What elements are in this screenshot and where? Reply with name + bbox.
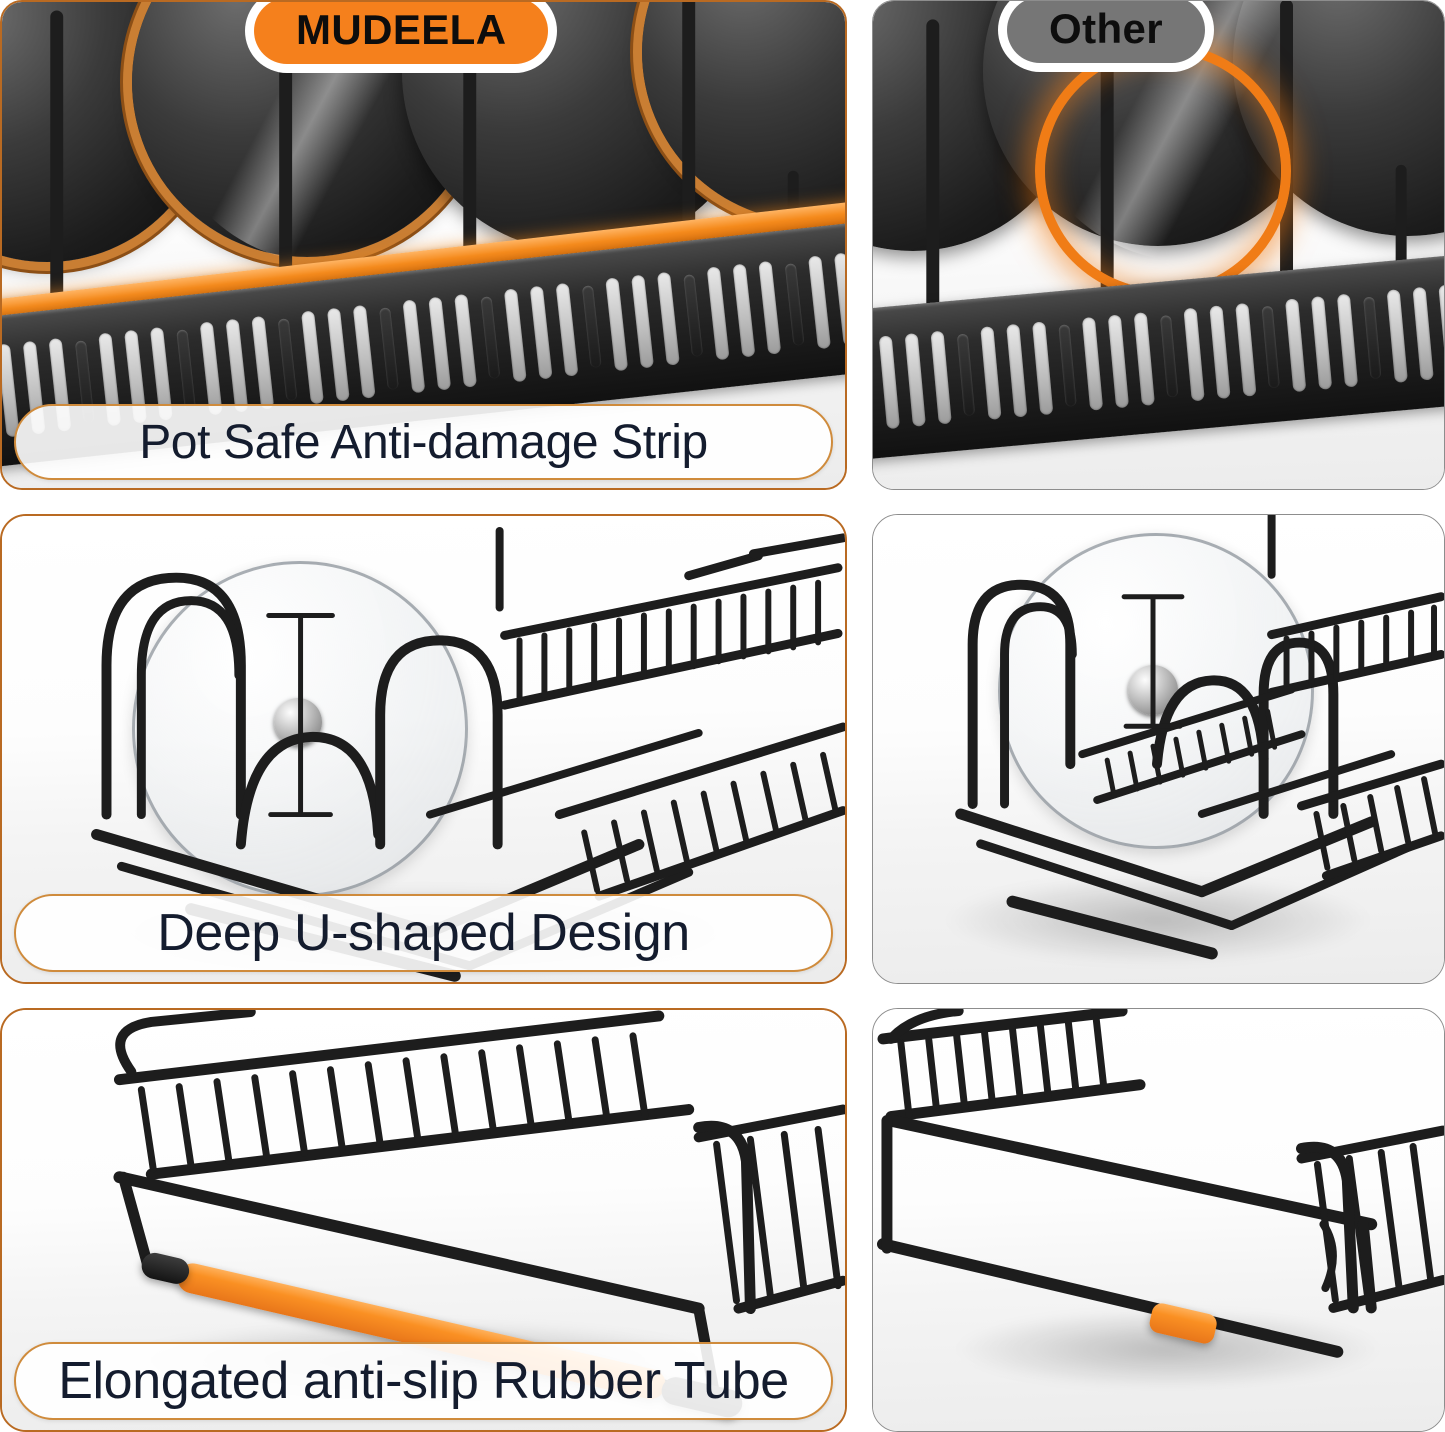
photo-other-scratch [873, 1, 1444, 489]
badge-mudeela: MUDEELA [254, 2, 549, 65]
badge-other: Other [1007, 1, 1206, 64]
caption-deep-u-shaped-design: Deep U-shaped Design [14, 894, 833, 972]
panel-brand-anti-damage-strip: MUDEELA Pot Safe Anti-damage Strip [0, 0, 847, 490]
caption-text: Pot Safe Anti-damage Strip [139, 415, 708, 469]
scratch-highlight-ring [1035, 43, 1291, 299]
photo-other-shallow-divider [873, 515, 1444, 983]
height-indicator-arrow [1121, 594, 1185, 729]
caption-text: Deep U-shaped Design [157, 904, 690, 962]
caption-text: Elongated anti-slip Rubber Tube [58, 1352, 789, 1410]
panel-other-rubber-sleeve [872, 1008, 1445, 1432]
caption-elongated-rubber-tube: Elongated anti-slip Rubber Tube [14, 1342, 833, 1420]
panel-brand-rubber-tube: Elongated anti-slip Rubber Tube [0, 1008, 847, 1432]
panel-other-shallow-shape [872, 514, 1445, 984]
height-indicator-arrow [266, 613, 335, 818]
photo-other-short-rubber-sleeve [873, 1009, 1444, 1431]
panel-other-scratch: Other [872, 0, 1445, 490]
photo-anti-damage-strip [2, 2, 845, 488]
rack-wireframe-shallow [955, 515, 1444, 960]
panel-brand-deep-u-shape: Deep U-shaped Design [0, 514, 847, 984]
caption-anti-damage-strip: Pot Safe Anti-damage Strip [14, 404, 833, 480]
rack-frame-wireframe [876, 1009, 1444, 1358]
